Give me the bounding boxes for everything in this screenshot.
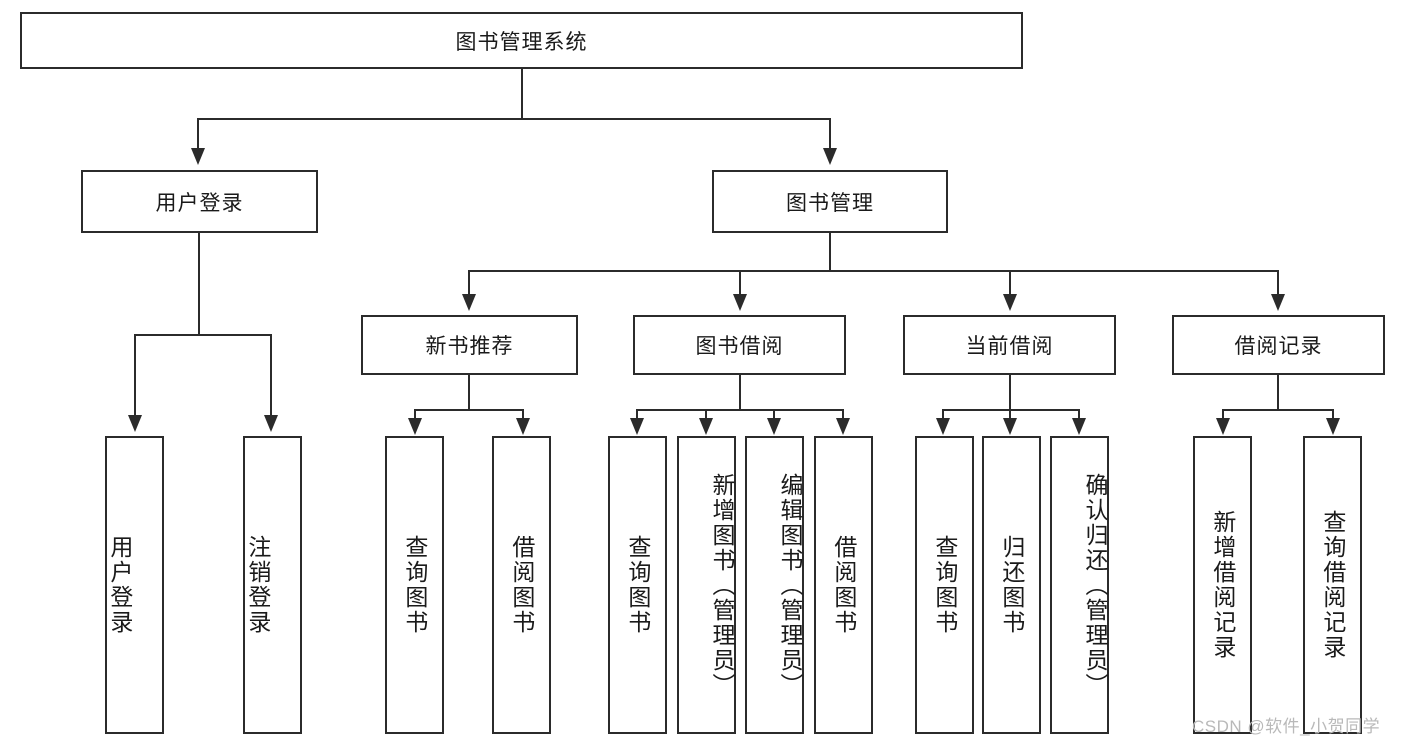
node-label: 用户登录 — [155, 191, 244, 215]
arrow-to-leaf-confirm-return — [1072, 418, 1086, 435]
node-label: 新书推荐 — [425, 335, 514, 358]
leaf-borrow-book-recommend[interactable]: 借阅图书 — [492, 436, 551, 734]
arrow-to-leaf-query-book-2 — [630, 418, 644, 435]
edge-new-book-to-leaf-2 — [522, 409, 524, 421]
leaf-add-book[interactable]: 新增图书（管理员） — [677, 436, 736, 734]
edge-new-book-to-leaf-1 — [414, 409, 416, 421]
leaf-label: 用户登录 — [106, 535, 133, 635]
edge-root-to-user-login — [197, 118, 199, 151]
node-book-borrow[interactable]: 图书借阅 — [633, 315, 846, 375]
edge-user-login-to-leaf-1 — [134, 334, 136, 418]
arrow-to-leaf-query-book-1 — [408, 418, 422, 435]
leaf-label: 注销登录 — [244, 535, 271, 635]
node-borrow-record[interactable]: 借阅记录 — [1172, 315, 1385, 375]
leaf-query-borrow-record[interactable]: 查询借阅记录 — [1303, 436, 1362, 734]
leaf-confirm-return[interactable]: 确认归还（管理员） — [1050, 436, 1109, 734]
edge-book-borrow-stem — [739, 375, 741, 410]
leaf-label: 查询图书 — [401, 535, 428, 635]
node-book-management[interactable]: 图书管理 — [712, 170, 948, 233]
arrow-to-leaf-add-borrow-record — [1216, 418, 1230, 435]
leaf-query-book-current[interactable]: 查询图书 — [915, 436, 974, 734]
node-label: 当前借阅 — [965, 335, 1054, 358]
arrow-to-leaf-logout — [264, 415, 278, 432]
edge-book-borrow-to-leaf-1 — [636, 409, 638, 421]
edge-current-borrow-to-leaf-2 — [1009, 409, 1011, 421]
edge-current-borrow-bus — [942, 409, 1080, 411]
edge-current-borrow-to-leaf-3 — [1078, 409, 1080, 421]
leaf-logout[interactable]: 注销登录 — [243, 436, 302, 734]
node-label: 图书借阅 — [695, 335, 784, 358]
leaf-query-book-borrow[interactable]: 查询图书 — [608, 436, 667, 734]
edge-book-borrow-to-leaf-2 — [705, 409, 707, 421]
arrow-to-leaf-borrow-book-1 — [516, 418, 530, 435]
edge-borrow-record-bus — [1222, 409, 1334, 411]
arrow-to-leaf-return-book — [1003, 418, 1017, 435]
edge-user-login-bus — [134, 334, 272, 336]
leaf-user-login[interactable]: 用户登录 — [105, 436, 164, 734]
arrow-to-new-book-recommend — [462, 294, 476, 311]
arrow-to-borrow-record — [1271, 294, 1285, 311]
leaf-label: 查询图书 — [624, 535, 651, 635]
edge-book-borrow-to-leaf-4 — [842, 409, 844, 421]
edge-user-login-stem — [198, 233, 200, 335]
leaf-query-book-recommend[interactable]: 查询图书 — [385, 436, 444, 734]
arrow-to-book-manage — [823, 148, 837, 165]
leaf-label: 编辑图书（管理员） — [777, 472, 803, 698]
edge-root-stem — [521, 69, 523, 118]
arrow-to-current-borrow — [1003, 294, 1017, 311]
edge-to-current-borrow — [1009, 270, 1011, 297]
leaf-label: 新增图书（管理员） — [709, 472, 735, 698]
arrow-to-leaf-query-borrow-record — [1326, 418, 1340, 435]
edge-borrow-record-to-leaf-2 — [1332, 409, 1334, 421]
edge-to-new-book-recommend — [468, 270, 470, 297]
edge-user-login-to-leaf-2 — [270, 334, 272, 418]
node-label: 图书管理 — [786, 191, 874, 215]
edge-new-book-bus — [414, 409, 524, 411]
leaf-return-book[interactable]: 归还图书 — [982, 436, 1041, 734]
arrow-to-leaf-query-book-3 — [936, 418, 950, 435]
node-label: 图书管理系统 — [455, 30, 588, 54]
edge-new-book-stem — [468, 375, 470, 410]
edge-root-bus — [197, 118, 831, 120]
leaf-edit-book[interactable]: 编辑图书（管理员） — [745, 436, 804, 734]
edge-current-borrow-to-leaf-1 — [942, 409, 944, 421]
node-label: 借阅记录 — [1234, 335, 1323, 358]
edge-book-manage-stem — [829, 233, 831, 271]
csdn-watermark: CSDN @软件_小贺同学 — [1192, 717, 1381, 736]
leaf-label: 查询图书 — [931, 535, 958, 635]
leaf-borrow-book[interactable]: 借阅图书 — [814, 436, 873, 734]
node-new-book-recommend[interactable]: 新书推荐 — [361, 315, 578, 375]
leaf-label: 借阅图书 — [508, 535, 535, 635]
arrow-to-leaf-user-login — [128, 415, 142, 432]
arrow-to-leaf-add-book — [699, 418, 713, 435]
leaf-label: 新增借阅记录 — [1209, 510, 1236, 660]
edge-root-to-book-manage — [829, 118, 831, 151]
arrow-to-leaf-edit-book — [767, 418, 781, 435]
edge-to-book-borrow — [739, 270, 741, 297]
arrow-to-user-login — [191, 148, 205, 165]
edge-current-borrow-stem — [1009, 375, 1011, 410]
edge-borrow-record-stem — [1277, 375, 1279, 410]
node-root-system[interactable]: 图书管理系统 — [20, 12, 1023, 69]
leaf-label: 归还图书 — [998, 535, 1025, 635]
node-user-login[interactable]: 用户登录 — [81, 170, 318, 233]
edge-borrow-record-to-leaf-1 — [1222, 409, 1224, 421]
leaf-label: 确认归还（管理员） — [1082, 472, 1108, 698]
node-current-borrow[interactable]: 当前借阅 — [903, 315, 1116, 375]
edge-book-borrow-bus — [636, 409, 844, 411]
arrow-to-leaf-borrow-book-2 — [836, 418, 850, 435]
edge-book-borrow-to-leaf-3 — [773, 409, 775, 421]
edge-to-borrow-record — [1277, 270, 1279, 297]
leaf-label: 查询借阅记录 — [1319, 510, 1346, 660]
leaf-add-borrow-record[interactable]: 新增借阅记录 — [1193, 436, 1252, 734]
leaf-label: 借阅图书 — [830, 535, 857, 635]
arrow-to-book-borrow — [733, 294, 747, 311]
edge-book-manage-bus — [468, 270, 1279, 272]
